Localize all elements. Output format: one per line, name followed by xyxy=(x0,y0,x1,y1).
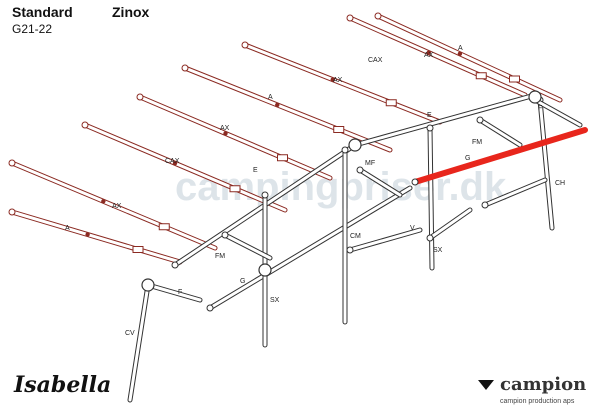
rafter-pole-inner xyxy=(10,210,182,264)
rafter-label: CAX xyxy=(368,57,383,64)
rafter-label: AX xyxy=(424,52,434,59)
isabella-logo: Isabella xyxy=(14,372,112,398)
rafter-label: AX xyxy=(112,203,122,210)
rafter-clamp xyxy=(475,72,487,80)
frame-pole-end-cap xyxy=(426,234,434,242)
rafter-pole-end-cap xyxy=(8,159,16,167)
frame-pole-end-cap xyxy=(221,231,229,239)
variant-title: Zinox xyxy=(112,4,150,20)
rafter-clamp xyxy=(277,154,288,162)
rafter-label: A xyxy=(65,225,70,232)
rafter-label: AX xyxy=(220,125,230,132)
frame-pole-inner xyxy=(428,126,434,270)
rafter-label: A xyxy=(268,94,273,101)
frame-pole-end-cap xyxy=(341,146,349,154)
corner-connector xyxy=(528,90,542,104)
frame-part-label: F xyxy=(178,289,182,296)
rafter-clamp xyxy=(132,246,144,253)
rafter-pole-end-cap xyxy=(241,41,249,49)
frame-part-label: SX xyxy=(270,297,280,304)
highlighted-pole-end-cap xyxy=(411,178,419,186)
rafter-pole-end-cap xyxy=(8,208,16,216)
frame-part-label: E xyxy=(427,112,432,119)
campion-logo: campion xyxy=(500,374,587,395)
rafter-pole-inner xyxy=(138,95,332,180)
frame-pole-end-cap xyxy=(481,201,489,209)
corner-connector xyxy=(348,138,362,152)
frame-part-label: SX xyxy=(433,247,443,254)
rafter-pole-inner xyxy=(376,14,562,102)
frame-pole-end-cap xyxy=(206,304,214,312)
rafter-label: AX xyxy=(333,77,343,84)
frame-pole-inner xyxy=(223,233,272,260)
frame-part-label: V xyxy=(410,225,415,232)
frame-pole-inner xyxy=(128,283,150,402)
frame-pole-inner xyxy=(538,98,554,230)
rafter-pole-end-cap xyxy=(136,93,144,101)
model-title: Standard xyxy=(12,4,73,20)
frame-part-label: CV xyxy=(125,330,135,337)
frame-pole-inner xyxy=(358,168,402,197)
rafter-clamp xyxy=(333,126,345,133)
rafter-label: CAX xyxy=(165,158,180,165)
frame-pole-end-cap xyxy=(356,166,364,174)
frame-pole-inner xyxy=(208,186,412,310)
frame-pole-end-cap xyxy=(261,191,269,199)
frame-pole-inner xyxy=(478,118,522,147)
rafter-joint xyxy=(426,50,431,55)
model-code: G21-22 xyxy=(12,22,53,36)
frame-part-label: F xyxy=(538,105,542,112)
highlighted-pole-g xyxy=(412,127,588,185)
frame-part-label: MF xyxy=(365,160,375,167)
rafter-joint xyxy=(457,51,463,56)
corner-connector xyxy=(141,278,155,292)
rafter-pole-inner xyxy=(243,43,442,124)
rafter-pole-end-cap xyxy=(181,64,189,72)
rafter-joint xyxy=(223,131,228,136)
rafter-joint xyxy=(172,161,178,166)
frame-part-label: CH xyxy=(555,180,565,187)
rafter-clamp xyxy=(229,185,241,193)
rafter-joint xyxy=(85,232,90,237)
rafter-pole-inner xyxy=(183,66,392,152)
frame-part-label: G xyxy=(240,278,245,285)
campion-logo-icon xyxy=(478,380,494,390)
rafter-pole-inner xyxy=(348,16,527,97)
frame-pole-end-cap xyxy=(171,261,179,269)
campion-subtitle: campion production aps xyxy=(500,398,575,405)
frame-pole-inner xyxy=(348,228,422,252)
rafter-pole-inner xyxy=(83,123,287,212)
rafter-joint xyxy=(101,199,106,204)
rafter-pole-end-cap xyxy=(81,121,89,129)
frame-part-label: FM xyxy=(215,253,225,260)
rafter-pole-end-cap xyxy=(346,14,354,22)
frame-pole-end-cap xyxy=(346,246,354,254)
frame-part-label: G xyxy=(465,155,470,162)
frame-part-label: CM xyxy=(350,233,361,240)
frame-part-label: FM xyxy=(472,139,482,146)
rafter-pole-inner xyxy=(10,161,217,250)
frame-pole-inner xyxy=(533,98,582,127)
corner-connector xyxy=(258,263,272,277)
rafter-joint xyxy=(275,102,280,108)
frame-pole-inner xyxy=(146,283,202,302)
rafter-clamp xyxy=(158,223,170,231)
frame-part-label: E xyxy=(253,167,258,174)
frame-pole-end-cap xyxy=(426,124,434,132)
frame-pole-inner xyxy=(483,178,547,207)
frame-pole-inner xyxy=(428,208,472,240)
rafter-clamp xyxy=(509,75,520,83)
frame-pole-inner xyxy=(353,93,537,147)
rafter-clamp xyxy=(385,99,397,107)
rafter-label: A xyxy=(458,45,463,52)
rafter-joint xyxy=(330,77,335,82)
rafter-pole-end-cap xyxy=(374,12,382,20)
frame-pole-end-cap xyxy=(476,116,484,124)
